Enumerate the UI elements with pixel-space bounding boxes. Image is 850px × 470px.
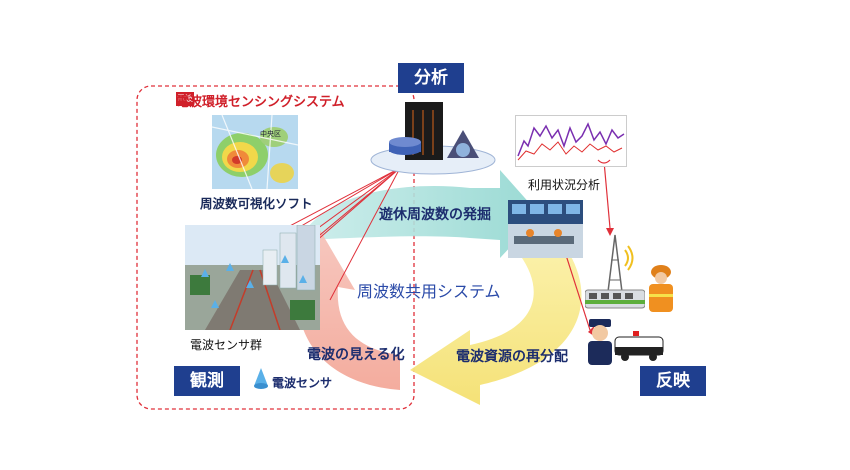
analysis-server	[365, 100, 500, 180]
firefighter	[645, 262, 677, 312]
map-label: 中央区	[260, 130, 281, 138]
city-scene-graphic	[185, 225, 320, 330]
top-arrow-label: 遊休周波数の発掘	[379, 207, 491, 223]
radio-tower	[595, 230, 635, 301]
observation-badge: 観測	[174, 366, 240, 396]
reflection-badge: 反映	[640, 366, 706, 396]
train-graphic	[584, 289, 646, 309]
control-room	[508, 200, 583, 258]
usage-analysis-caption: 利用状況分析	[528, 178, 601, 192]
left-arrow-label: 電波の見える化	[307, 347, 405, 363]
cycle-center-label: 周波数共用システム	[357, 282, 501, 301]
heatmap-graphic	[212, 115, 298, 189]
sensor-legend-label: 電波センサ	[272, 376, 333, 390]
train	[584, 288, 646, 310]
visualization-software-caption: 周波数可視化ソフト	[200, 196, 313, 211]
analysis-badge: 分析	[398, 63, 464, 93]
server-graphic	[370, 102, 496, 175]
control-police-link	[564, 251, 591, 331]
tower-graphic	[606, 234, 634, 301]
firefighter-graphic	[649, 265, 673, 312]
right-arrow-label: 電波資源の再分配	[456, 349, 568, 365]
frequency-heatmap: 中央区	[212, 115, 298, 189]
police-officer	[585, 315, 665, 365]
control-room-graphic	[508, 200, 583, 258]
usage-analysis-graph	[515, 115, 627, 167]
sensing-system-title-badge: 電波	[176, 92, 194, 106]
city-sensor-scene	[185, 225, 320, 330]
cycle-arrow-top	[300, 170, 540, 258]
usage-graph-lines	[517, 122, 625, 164]
cycle-arrow-right	[410, 240, 582, 405]
police-graphic	[588, 319, 664, 365]
sensing-system-title: 電波環境センシングシステム	[176, 95, 345, 110]
sensor-icon	[253, 368, 269, 390]
sensor-group-caption: 電波センサ群	[190, 338, 263, 352]
